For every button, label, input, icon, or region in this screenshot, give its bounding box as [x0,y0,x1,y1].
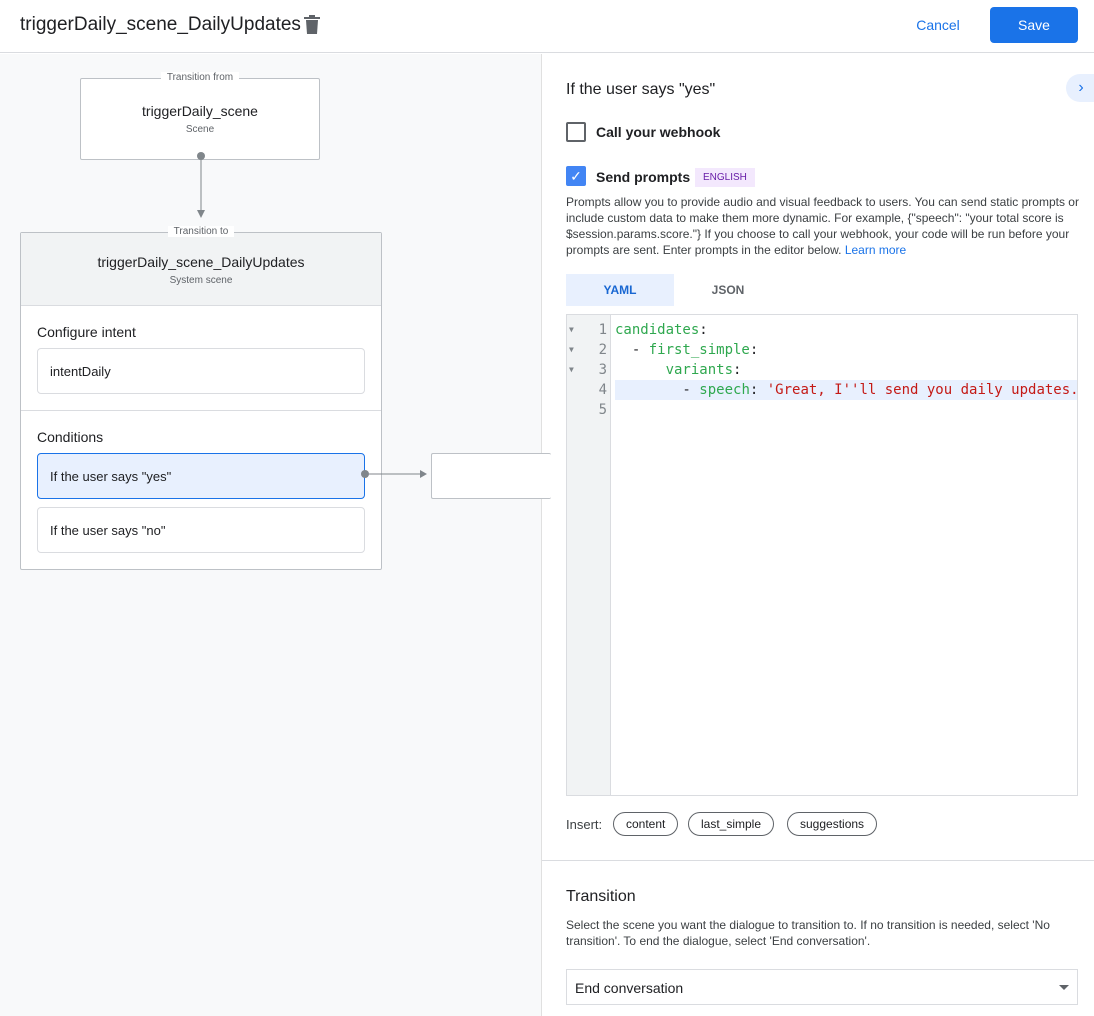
language-badge: ENGLISH [695,168,755,187]
tab-yaml[interactable]: YAML [566,274,674,306]
webhook-label: Call your webhook [596,124,721,140]
dropdown-arrow-icon [1059,985,1069,990]
prompts-description: Prompts allow you to provide audio and v… [566,194,1086,258]
configure-intent-heading: Configure intent [37,324,136,340]
cancel-button[interactable]: Cancel [900,8,976,42]
scene-type: Scene [185,124,215,135]
page-title: triggerDaily_scene_DailyUpdates [20,14,301,35]
insert-chip-suggestions[interactable]: suggestions [787,812,878,836]
insert-chip-last-simple[interactable]: last_simple [688,812,775,836]
webhook-checkbox[interactable] [566,122,586,142]
conditions-heading: Conditions [37,429,104,445]
condition-no[interactable]: If the user says "no" [37,507,365,553]
scene-name: triggerDaily_scene [142,103,258,119]
insert-chip-content[interactable]: content [613,812,679,836]
scene-canvas: Transition from triggerDaily_scene Scene… [0,54,551,1016]
chevron-right-icon[interactable]: › [1066,74,1094,102]
transition-select[interactable]: End conversation [566,969,1078,1005]
description-text: Prompts allow you to provide audio and v… [566,195,1079,257]
connector-arrow [197,152,205,218]
check-icon: ✓ [570,168,582,184]
panel-title: If the user says "yes" [566,81,716,98]
send-prompts-label: Send prompts [596,169,691,185]
header: triggerDaily_scene_DailyUpdates Cancel S… [0,0,1094,53]
tab-json[interactable]: JSON [711,283,745,297]
transition-value: End conversation [575,980,684,996]
intent-item[interactable]: intentDaily [37,348,365,394]
transition-from-node[interactable]: Transition from triggerDaily_scene Scene [80,72,320,160]
transition-to-node: Transition to triggerDaily_scene_DailyUp… [20,226,382,570]
transition-heading: Transition [566,888,636,905]
condition-connector [361,470,427,478]
scene-type: System scene [169,275,233,286]
save-button[interactable]: Save [990,7,1078,43]
insert-label: Insert: [566,817,603,832]
trash-icon[interactable] [304,15,320,34]
condition-yes[interactable]: If the user says "yes" [37,453,365,499]
target-scene-node[interactable] [431,453,551,499]
transition-description: Select the scene you want the dialogue t… [566,918,1050,948]
learn-more-link[interactable]: Learn more [844,243,907,257]
legend: Transition from [160,72,240,83]
scene-name: triggerDaily_scene_DailyUpdates [97,254,305,270]
legend: Transition to [167,226,235,237]
send-prompts-checkbox[interactable]: ✓ [566,166,586,186]
